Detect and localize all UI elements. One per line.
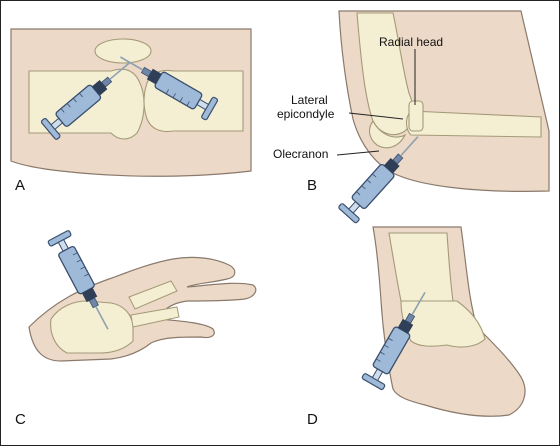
panel-a-knee bbox=[10, 28, 252, 177]
panel-d-ankle bbox=[360, 226, 526, 417]
olecranon-bone bbox=[368, 119, 407, 149]
radial-head-bone bbox=[408, 100, 424, 132]
panel-c-wrist bbox=[28, 229, 257, 362]
metacarpal-bones bbox=[128, 280, 180, 328]
olecranon-label: Olecranon bbox=[273, 147, 329, 161]
panel-label-b: B bbox=[307, 177, 318, 194]
carpal-bones bbox=[50, 300, 134, 354]
panel-label-a: A bbox=[15, 177, 26, 194]
panel-b-elbow bbox=[336, 10, 550, 225]
humerus-bone bbox=[356, 12, 414, 136]
panel-label-d: D bbox=[307, 411, 318, 428]
tibia-fibula-bones bbox=[388, 232, 454, 302]
patella-bone bbox=[94, 38, 152, 64]
radial-head-label: Radial head bbox=[379, 35, 444, 49]
panel-label-c: C bbox=[15, 411, 26, 428]
lateral-epicondyle-label-line1: Lateral bbox=[291, 93, 328, 107]
lateral-epicondyle-label-line2: epicondyle bbox=[277, 107, 335, 121]
